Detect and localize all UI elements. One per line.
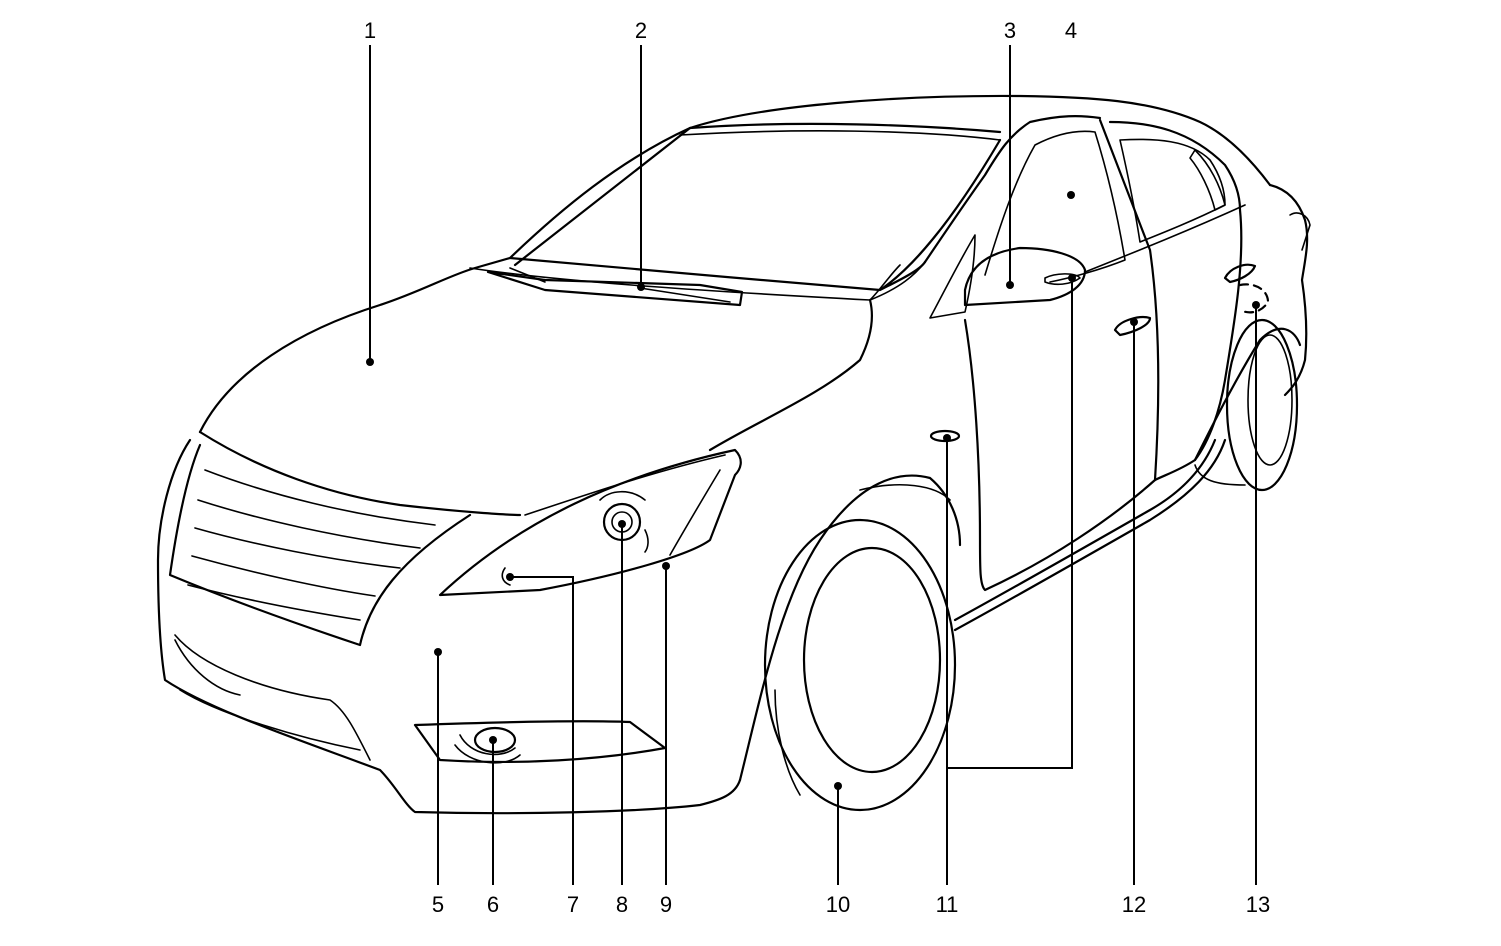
mirror-turn-lamp [1044,273,1081,286]
leader-dots [366,191,1260,790]
dot-3 [1006,281,1014,289]
callout-8: 8 [616,892,628,917]
car-illustration [156,94,1311,815]
callout-7: 7 [567,892,579,917]
grille-bar-2 [194,499,421,569]
hood-crease [198,430,522,517]
foglamp-lens [473,726,517,754]
bumper-lower-line [179,689,361,751]
dot-11 [943,434,951,442]
callout-6: 6 [487,892,499,917]
roof-inner-line [679,130,1001,141]
front-wheel-arch [738,474,962,782]
lower-intake [174,634,371,761]
side-mirror [963,246,1087,307]
callout-labels: 1 2 3 4 5 6 7 8 9 10 11 12 13 [364,18,1270,917]
callout-5: 5 [432,892,444,917]
rear-wheel-arch [1193,327,1302,462]
callout-11: 11 [936,892,959,917]
front-fender [708,298,874,452]
callout-13: 13 [1246,892,1270,917]
dot-4b [1068,274,1076,282]
front-door [963,118,1160,592]
rear-quarter-window [1189,149,1226,211]
windshield-pillar [469,264,901,301]
callout-2: 2 [635,18,647,43]
wiper-blade [486,270,744,307]
front-door-window [984,130,1126,283]
dot-6 [489,736,497,744]
roof-line [688,122,1002,134]
dot-1 [366,358,374,366]
front-tire-outer [763,518,957,812]
callout-9: 9 [660,892,672,917]
dot-9 [662,562,670,570]
front-wheel-arch-inner [859,484,951,501]
headlamp-projector-arc [599,490,649,553]
rear-tire-inner [1247,334,1293,466]
foglamp-housing [413,720,667,764]
dot-13 [1252,301,1260,309]
dot-4 [1067,191,1075,199]
wiper-arm [509,267,731,303]
front-quarter-glass [929,234,976,319]
rear-lamp [1289,212,1311,251]
fuel-filler-dashed [1238,283,1270,314]
grille-bar-3 [187,555,376,621]
windshield [508,126,1002,292]
headlamp-inner [524,454,726,556]
callout-1: 1 [364,18,376,43]
callout-12: 12 [1122,892,1146,917]
leader-7 [510,576,574,885]
dot-5 [434,648,442,656]
rear-tire-bottom [1194,464,1246,486]
rear-tire-outer [1225,318,1299,492]
fender-seam [869,261,926,301]
dot-2 [637,283,645,291]
dot-8 [618,520,626,528]
grille-bar-1 [204,469,436,526]
dot-12 [1130,318,1138,326]
front-tire-inner [802,546,942,774]
front-bumper [156,438,742,815]
rocker-panel [953,438,1227,632]
leader-lines [369,45,1257,885]
turn-signal-arc [501,567,511,586]
dot-10 [834,782,842,790]
callout-3: 3 [1004,18,1016,43]
front-tire-tread [774,689,801,796]
rear-door-handle [1223,263,1257,284]
a-pillar [923,115,1102,264]
leader-4-11 [947,278,1073,769]
grille-outline [168,443,472,647]
callout-10: 10 [826,892,850,917]
dot-7 [506,573,514,581]
foglamp-rings [454,734,521,764]
rear-body [1268,183,1309,397]
front-door-handle [1113,316,1152,337]
headlamp-assembly [438,448,742,597]
callout-4: 4 [1065,18,1077,43]
rear-door [1108,120,1243,482]
window-belt-line [1084,204,1246,273]
